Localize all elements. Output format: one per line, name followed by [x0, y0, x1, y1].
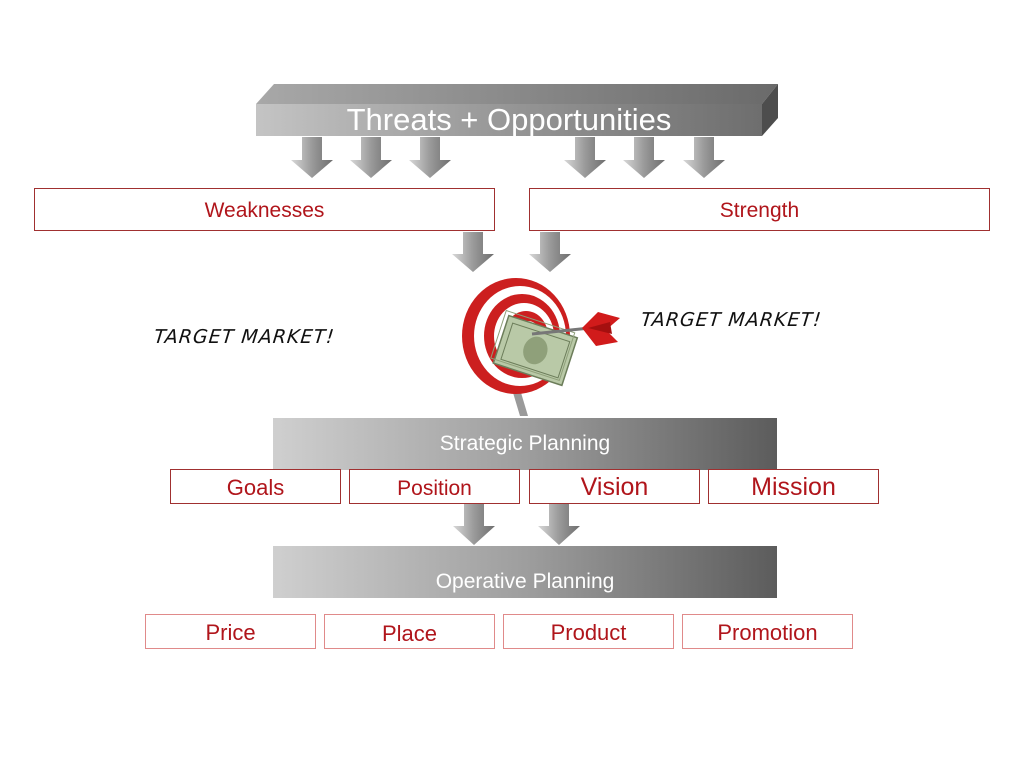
target-market-label-left: TARGET MARKET! — [152, 326, 336, 348]
vision-box: Vision — [529, 469, 700, 504]
position-box: Position — [349, 469, 520, 504]
operative-planning-banner: Operative Planning — [273, 546, 777, 598]
threats-opportunities-banner: Threats + Opportunities — [256, 104, 762, 136]
promotion-label: Promotion — [717, 620, 818, 645]
vision-label: Vision — [580, 473, 649, 501]
mission-box: Mission — [708, 469, 879, 504]
threats-opportunities-banner-3d — [256, 84, 778, 136]
weaknesses-label: Weaknesses — [204, 199, 325, 222]
strength-label: Strength — [719, 199, 800, 222]
strategic-planning-banner: Strategic Planning — [273, 418, 777, 470]
down-arrow-icon — [291, 137, 333, 178]
strength-box: Strength — [529, 188, 990, 231]
goals-box: Goals — [170, 469, 341, 504]
down-arrow-icon — [564, 137, 606, 178]
target-dartboard-icon — [462, 278, 620, 416]
down-arrow-icon — [529, 232, 571, 272]
price-box: Price — [145, 614, 316, 649]
down-arrow-icon — [452, 232, 494, 272]
down-arrow-icon — [453, 504, 495, 545]
down-arrow-icon — [623, 137, 665, 178]
place-box: Place — [324, 614, 495, 649]
promotion-box: Promotion — [682, 614, 853, 649]
threats-opportunities-label: Threats + Opportunities — [346, 102, 672, 137]
down-arrow-icon — [683, 137, 725, 178]
down-arrow-icon — [350, 137, 392, 178]
operative-planning-title: Operative Planning — [435, 570, 615, 593]
product-box: Product — [503, 614, 674, 649]
position-label: Position — [397, 477, 472, 500]
mission-label: Mission — [751, 473, 836, 501]
down-arrow-icon — [409, 137, 451, 178]
product-label: Product — [550, 620, 627, 645]
price-label: Price — [205, 620, 256, 645]
strategic-planning-title: Strategic Planning — [439, 432, 611, 455]
weaknesses-box: Weaknesses — [34, 188, 495, 231]
down-arrow-icon — [538, 504, 580, 545]
place-label: Place — [381, 621, 438, 646]
target-market-label-right: TARGET MARKET! — [639, 309, 823, 331]
goals-label: Goals — [226, 475, 285, 500]
